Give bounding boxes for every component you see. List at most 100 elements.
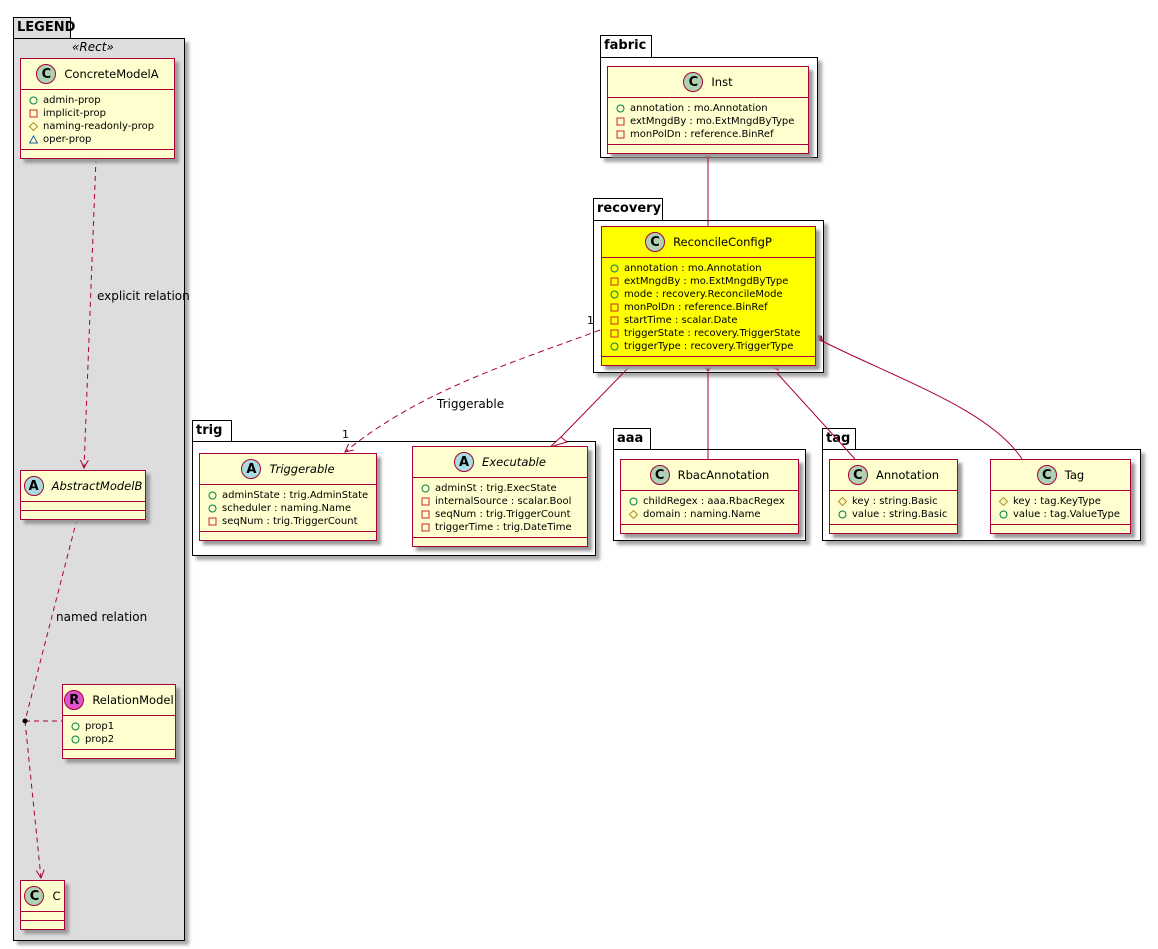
- member-text: monPolDn : reference.BinRef: [624, 302, 768, 313]
- edge-abstract-to-dot: [24, 518, 78, 722]
- member-text: seqNum : trig.TriggerCount: [435, 509, 571, 520]
- public-icon: [208, 504, 217, 513]
- member-text: annotation : mo.Annotation: [630, 103, 768, 114]
- member-row: childRegex : aaa.RbacRegex: [629, 495, 792, 508]
- public-icon: [610, 264, 619, 273]
- protected-icon: [838, 497, 847, 506]
- member-text: triggerType : recovery.TriggerType: [624, 341, 794, 352]
- public-icon: [616, 104, 625, 113]
- member-row: triggerTime : trig.DateTime: [421, 521, 581, 534]
- edge-reconcile-to-annotation: [775, 371, 856, 460]
- private-icon: [29, 109, 38, 118]
- member-row: key : string.Basic: [838, 495, 951, 508]
- member-row: triggerType : recovery.TriggerType: [610, 340, 809, 353]
- multiplicity-source: 1: [587, 314, 594, 327]
- member-list: [21, 502, 145, 511]
- private-icon: [610, 277, 619, 286]
- member-row: oper-prop: [29, 133, 168, 146]
- member-row: adminState : trig.AdminState: [208, 489, 370, 502]
- method-section: [21, 921, 64, 929]
- member-text: key : string.Basic: [852, 496, 938, 507]
- public-icon: [421, 484, 430, 493]
- member-row: seqNum : trig.TriggerCount: [208, 515, 370, 528]
- member-row: startTime : scalar.Date: [610, 314, 809, 327]
- member-row: monPolDn : reference.BinRef: [616, 128, 802, 141]
- member-text: prop1: [85, 721, 115, 732]
- private-icon: [421, 497, 430, 506]
- class-kind-c-icon: C: [36, 64, 57, 84]
- protected-icon: [999, 497, 1008, 506]
- private-icon: [616, 130, 625, 139]
- composition-diamond-tag: [815, 334, 823, 342]
- member-row: prop1: [71, 720, 169, 733]
- package-icon: [29, 135, 38, 144]
- member-text: value : string.Basic: [852, 509, 948, 520]
- member-text: triggerTime : trig.DateTime: [435, 522, 572, 533]
- member-text: value : tag.ValueType: [1013, 509, 1121, 520]
- member-list: key : tag.KeyType value : tag.ValueType: [991, 491, 1130, 525]
- private-icon: [421, 510, 430, 519]
- edge-dot-to-c: [24, 720, 41, 878]
- inheritance-arrow-head: [549, 436, 569, 448]
- class-kind-r-icon: R: [64, 690, 85, 710]
- member-list: [21, 912, 64, 921]
- package-tab-recovery: recovery: [593, 198, 663, 220]
- member-text: naming-readonly-prop: [43, 121, 155, 132]
- edge-reconcile-to-executable: [560, 362, 634, 438]
- member-row: monPolDn : reference.BinRef: [610, 301, 809, 314]
- member-row: scheduler : naming.Name: [208, 502, 370, 515]
- package-tab-tag: tag: [822, 428, 856, 450]
- member-row: mode : recovery.ReconcileMode: [610, 288, 809, 301]
- class-name: Inst: [711, 75, 733, 89]
- class-name: Annotation: [875, 468, 940, 482]
- public-icon: [629, 497, 638, 506]
- private-icon: [616, 117, 625, 126]
- member-row: value : string.Basic: [838, 508, 951, 521]
- private-icon: [208, 517, 217, 526]
- class-kind-a-icon: A: [454, 452, 475, 472]
- public-icon: [71, 735, 80, 744]
- method-section: [413, 538, 587, 546]
- member-row: extMngdBy : mo.ExtMngdByType: [610, 275, 809, 288]
- class-name: ConcreteModelA: [64, 67, 159, 81]
- class-name: C: [52, 889, 61, 903]
- edge-concrete-to-abstract: [84, 157, 97, 468]
- method-section: [63, 750, 175, 758]
- label-triggerable: Triggerable: [437, 397, 505, 411]
- multiplicity-target: 1: [342, 428, 349, 441]
- class-kind-c-icon: C: [645, 232, 666, 252]
- public-icon: [71, 722, 80, 731]
- class-name: AbstractModelB: [51, 479, 143, 493]
- edge-reconcile-to-triggerable: [345, 329, 601, 452]
- class-annotation[interactable]: C Annotation key : string.Basic value : str…: [829, 459, 958, 534]
- member-text: adminState : trig.AdminState: [222, 490, 369, 501]
- class-kind-c-icon: C: [24, 886, 45, 906]
- member-text: key : tag.KeyType: [1013, 496, 1101, 507]
- method-section: [830, 525, 957, 533]
- class-kind-c-icon: C: [649, 465, 670, 485]
- member-row: extMngdBy : mo.ExtMngdByType: [616, 115, 802, 128]
- private-icon: [610, 316, 619, 325]
- package-tab-aaa: aaa: [613, 428, 651, 450]
- member-row: implicit-prop: [29, 107, 168, 120]
- class-kind-c-icon: C: [847, 465, 868, 485]
- member-row: prop2: [71, 733, 169, 746]
- protected-icon: [629, 510, 638, 519]
